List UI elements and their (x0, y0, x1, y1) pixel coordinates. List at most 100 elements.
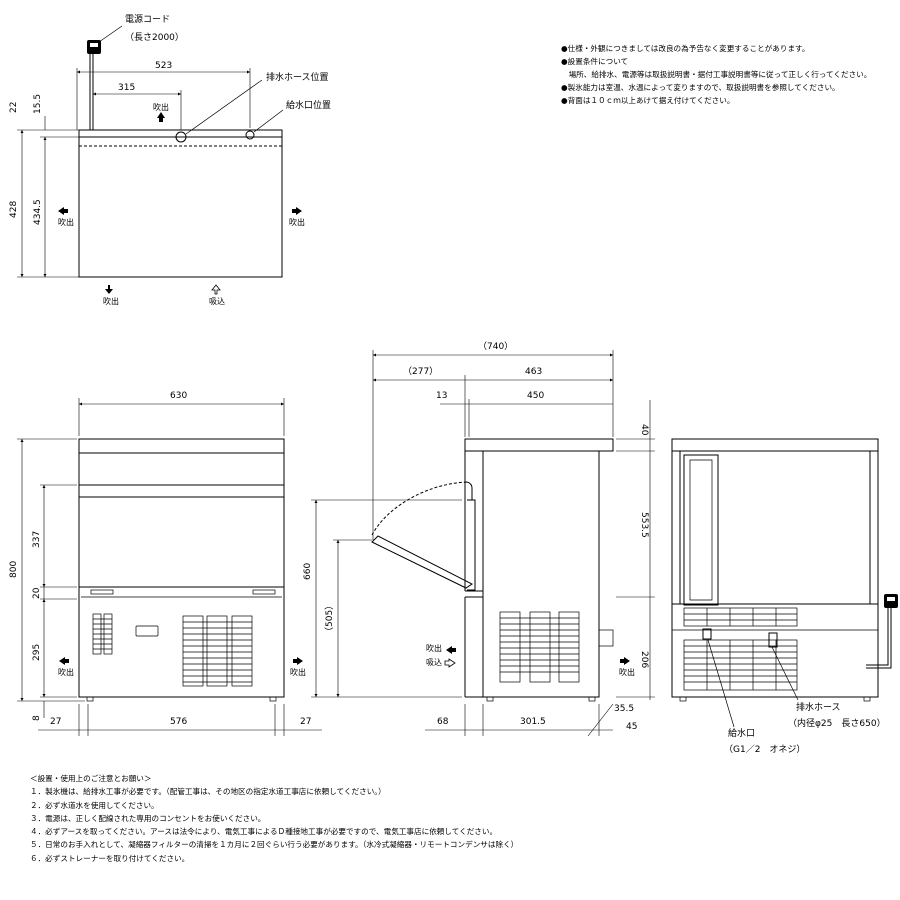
rear-power-plug (866, 594, 898, 669)
notes-heading: ＜設置・使用上のご注意とお願い＞ (30, 774, 152, 783)
dim-315: 315 (118, 83, 135, 93)
dim-740: （740） (478, 341, 513, 352)
side-top-panel (464, 438, 614, 452)
note-item: ５．日常のお手入れとして、凝縮器フィルターの清掃を１カ月に２回ぐらい行う必要があ… (30, 840, 519, 850)
drain-hose-label: 排水ホース (796, 701, 841, 713)
side-door-open (371, 535, 473, 589)
drain-hose-position (175, 131, 187, 143)
dim-450: 450 (527, 391, 544, 401)
dim-463: 463 (525, 367, 542, 377)
notes-top: ●仕様・外観につきましては改良の為予告なく変更することがあります。 ●設置条件に… (561, 42, 896, 107)
dim-337: 337 (32, 531, 42, 548)
arrow-left-icon (59, 657, 69, 665)
top-blow-out-label: 吹出 (153, 102, 169, 112)
note-line: ●仕様・外観につきましては改良の為予告なく変更することがあります。 (561, 44, 810, 53)
dim-8: 8 (32, 715, 42, 721)
front-left-blow-out-label: 吹出 (58, 667, 74, 677)
rear-grille-upper (683, 607, 798, 627)
front-view: 630 800 337 20 295 8 27 576 27 吹出 吹出 (9, 391, 322, 736)
arrow-right-icon (292, 207, 302, 215)
front-door (78, 452, 285, 498)
dim-505: （505） (324, 601, 335, 636)
arrow-right-icon (620, 657, 630, 665)
drain-hose-spec: （内径φ25 長さ650） (788, 717, 886, 729)
power-cord-label: 電源コード (125, 14, 170, 25)
side-right-blow-out-label: 吹出 (619, 667, 635, 677)
dim-13: 13 (436, 391, 447, 401)
dim-206: 206 (639, 651, 649, 668)
power-cord-length: （長さ2000） (125, 32, 184, 43)
water-inlet-position (245, 130, 255, 140)
dim-35-5: 35.5 (614, 704, 634, 714)
dim-40: 40 (639, 424, 649, 436)
dim-576: 576 (170, 717, 187, 727)
dim-428: 428 (9, 201, 19, 218)
front-top-panel (78, 438, 285, 454)
arrow-up-outline-icon (211, 284, 221, 295)
dim-68: 68 (437, 717, 449, 727)
note-item: ３．電源は、正しく配線された専用のコンセントをお使いください。 (30, 813, 266, 823)
dim-800: 800 (9, 561, 19, 578)
arrow-left-icon (446, 646, 456, 654)
notes-bottom: ＜設置・使用上のご注意とお願い＞ １．製氷機は、給排水工事が必要です。（配管工事… (30, 772, 890, 865)
rear-drain-hose (768, 632, 778, 648)
front-right-blow-out-label: 吹出 (290, 667, 306, 677)
front-machine-compartment (78, 586, 285, 698)
top-view-body (78, 129, 283, 278)
dim-660: 660 (303, 563, 313, 580)
water-inlet-spec: （G1／2 オネジ） (724, 744, 805, 755)
water-inlet-position-label: 給水口位置 (286, 99, 331, 111)
arrow-down-icon (105, 285, 113, 294)
dim-15-5: 15.5 (33, 94, 43, 114)
rear-machine-compartment (671, 603, 879, 698)
front-grille-right (182, 615, 253, 687)
arrow-up-icon (157, 112, 165, 122)
dim-523: 523 (155, 61, 172, 71)
door-swing-arc (371, 481, 469, 536)
top-left-blow-out-label: 吹出 (58, 217, 74, 227)
top-view: 電源コード （長さ2000） 523 315 排水ホース位置 給水口位置 22 … (9, 14, 331, 306)
note-item: ４．必ずアースを取ってください。アースは法令により、電気工事によるＤ種接地工事が… (30, 827, 498, 837)
front-bin (78, 496, 285, 588)
dim-277: （277） (403, 366, 438, 377)
note-line: 場所、給排水、電源等は取扱説明書・据付工事説明書等に従って正しく行ってください。 (561, 70, 872, 79)
dim-434-5: 434.5 (33, 199, 43, 225)
dim-20: 20 (32, 587, 42, 599)
front-label-plate (135, 625, 159, 637)
drain-hose-position-label: 排水ホース位置 (266, 71, 329, 83)
rear-grille-lower (683, 639, 798, 691)
top-right-blow-out-label: 吹出 (289, 217, 305, 227)
top-intake-label: 吸込 (209, 297, 225, 306)
front-grille-left (92, 613, 113, 655)
dim-553-5: 553.5 (639, 512, 649, 538)
dim-45: 45 (626, 722, 637, 732)
rear-water-inlet (702, 628, 712, 640)
dim-27-left: 27 (50, 717, 61, 727)
dim-22: 22 (9, 102, 19, 113)
note-line: ●設置条件について (561, 57, 629, 66)
rear-frame-bar (683, 454, 719, 606)
side-view: （740） （277） 463 13 450 40 553.5 206 660 … (303, 341, 655, 737)
note-line: ●背面は１０ｃｍ以上あけて据え付けてください。 (561, 96, 735, 105)
arrow-right-outline-icon (444, 658, 456, 668)
rear-top-panel (671, 438, 879, 452)
note-line: ●製氷能力は室温、水温によって変りますので、取扱説明書を参照してください。 (561, 83, 840, 92)
dim-301-5: 301.5 (520, 717, 546, 727)
dim-27-right: 27 (300, 717, 311, 727)
arrow-left-icon (58, 207, 68, 215)
side-blow-out-label: 吹出 (426, 643, 442, 653)
arrow-right-icon (293, 657, 303, 665)
water-inlet-label: 給水口 (728, 727, 755, 739)
dim-630: 630 (170, 391, 187, 401)
note-item: １．製氷機は、給排水工事が必要です。（配管工事は、その地区の指定水道工事店に依頼… (30, 787, 386, 797)
side-door (467, 499, 476, 591)
power-cord-plug (87, 40, 101, 130)
side-connector (598, 629, 614, 647)
dim-295: 295 (32, 644, 42, 661)
note-item: ６．必ずストレーナーを取り付けてください。 (30, 853, 190, 863)
side-body (482, 450, 600, 698)
rear-view: 排水ホース （内径φ25 長さ650） 給水口 （G1／2 オネジ） (671, 438, 898, 755)
side-grille (499, 611, 580, 683)
side-intake-label: 吸込 (426, 658, 442, 667)
